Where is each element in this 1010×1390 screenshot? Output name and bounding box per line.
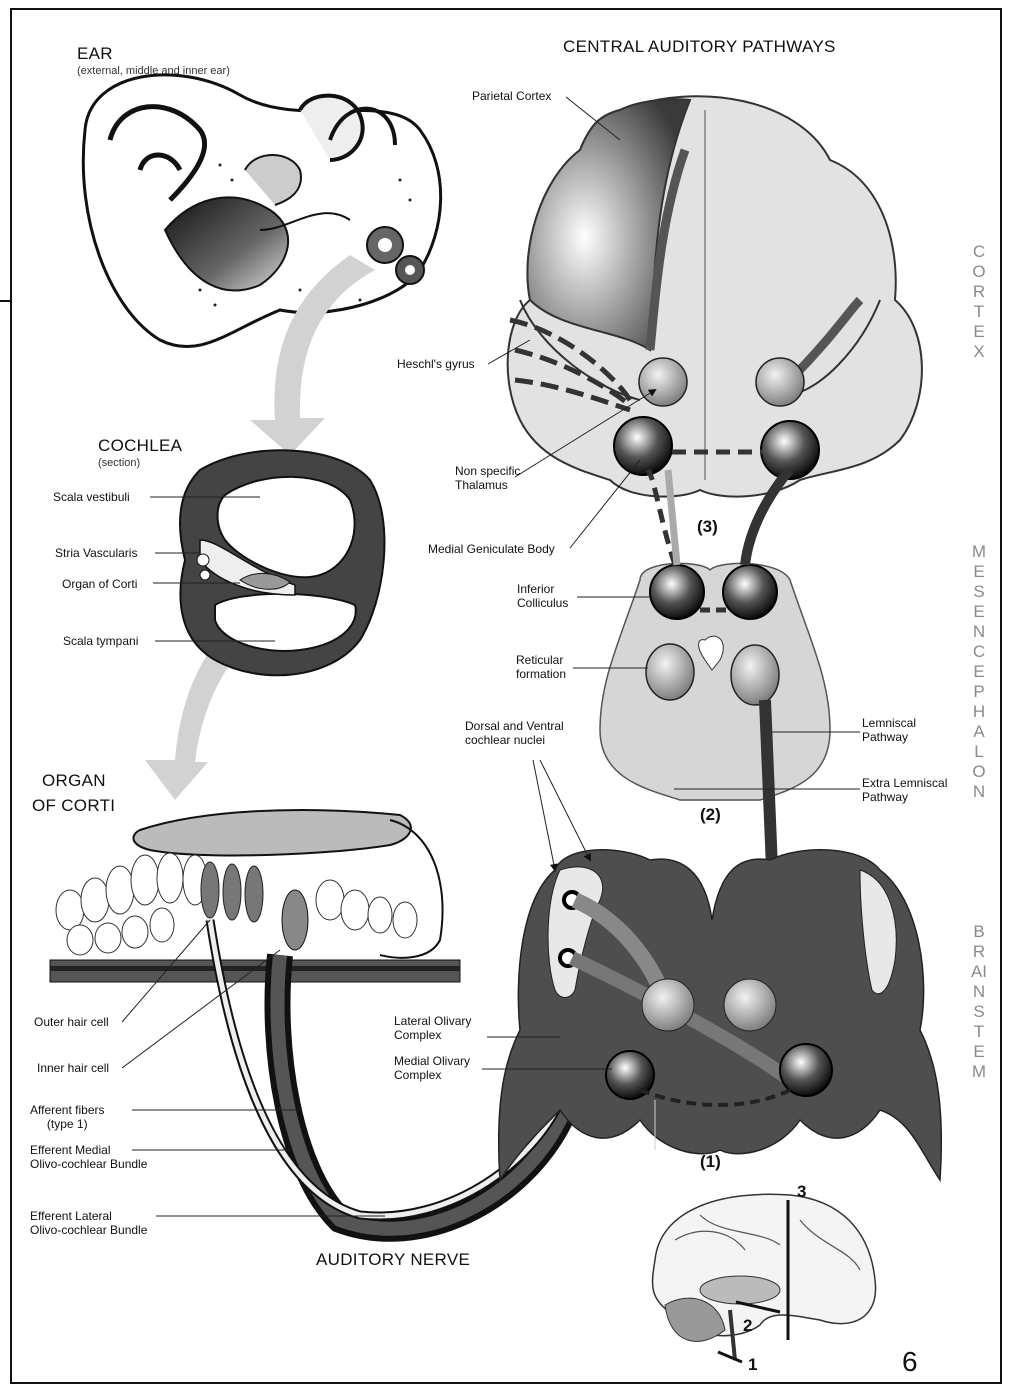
inset-label-2: 2 — [743, 1316, 752, 1336]
medial-geniculate-left — [614, 417, 672, 475]
label-lemniscal-pathway: Lemniscal Pathway — [862, 716, 916, 744]
label-efferent-lateral: Efferent Lateral Olivo-cochlear Bundle — [30, 1209, 147, 1237]
label-efferent-medial: Efferent Medial Olivo-cochlear Bundle — [30, 1143, 147, 1171]
inferior-colliculus-left — [650, 565, 704, 619]
reticular-formation — [646, 644, 694, 700]
label-organ-of-corti: Organ of Corti — [62, 577, 137, 591]
side-label-cortex: CORTEX — [969, 242, 989, 362]
cochlea-subtitle: (section) — [98, 457, 140, 469]
cochlea-illustration — [180, 450, 384, 675]
ear-illustration — [83, 75, 440, 347]
ear-title: EAR — [77, 44, 113, 64]
label-extra-lemniscal-pathway: Extra Lemniscal Pathway — [862, 776, 947, 804]
label-medial-geniculate: Medial Geniculate Body — [428, 542, 555, 556]
cortex-illustration — [508, 96, 922, 496]
ear-subtitle: (external, middle and inner ear) — [77, 65, 230, 77]
mesencephalon-section — [600, 563, 830, 800]
label-afferent-fibers: Afferent fibers (type 1) — [30, 1103, 104, 1131]
label-nonspecific-thalamus: Non specific Thalamus — [455, 464, 520, 492]
organ-title-line1: ORGAN — [42, 771, 106, 791]
label-parietal-cortex: Parietal Cortex — [472, 89, 551, 103]
label-heschls-gyrus: Heschl's gyrus — [397, 357, 475, 371]
label-inferior-colliculus: Inferior Colliculus — [517, 582, 568, 610]
inset-brain — [653, 1194, 876, 1362]
label-stria-vascularis: Stria Vascularis — [55, 546, 137, 560]
level-2-label: (2) — [700, 805, 721, 825]
inset-label-1: 1 — [748, 1355, 757, 1375]
label-scala-vestibuli: Scala vestibuli — [53, 490, 130, 504]
level-3-label: (3) — [697, 517, 718, 537]
label-outer-hair-cell: Outer hair cell — [34, 1015, 109, 1029]
label-reticular-formation: Reticular formation — [516, 653, 566, 681]
cochlea-title: COCHLEA — [98, 436, 182, 456]
nonspecific-thalamus-right — [756, 358, 804, 406]
label-medial-olivary: Medial Olivary Complex — [394, 1054, 470, 1082]
page-number: 6 — [902, 1346, 918, 1378]
auditory-nerve-title: AUDITORY NERVE — [316, 1250, 470, 1270]
label-lateral-olivary: Lateral Olivary Complex — [394, 1014, 471, 1042]
label-scala-tympani: Scala tympani — [63, 634, 138, 648]
organ-title-line2: OF CORTI — [32, 796, 115, 816]
level-1-label: (1) — [700, 1152, 721, 1172]
nonspecific-thalamus-left — [639, 358, 687, 406]
organ-of-corti-illustration — [50, 810, 460, 982]
inset-label-3: 3 — [797, 1182, 806, 1202]
inferior-colliculus-right — [723, 565, 777, 619]
side-label-brainstem: BRAINSTEM — [969, 922, 989, 1082]
label-inner-hair-cell: Inner hair cell — [37, 1061, 109, 1075]
medial-olivary-right — [780, 1044, 832, 1096]
label-dorsal-ventral-nuclei: Dorsal and Ventral cochlear nuclei — [465, 719, 564, 747]
central-title: CENTRAL AUDITORY PATHWAYS — [563, 37, 836, 57]
side-label-mesencephalon: MESENCEPHALON — [969, 542, 989, 802]
lemniscal-nucleus — [731, 645, 779, 705]
